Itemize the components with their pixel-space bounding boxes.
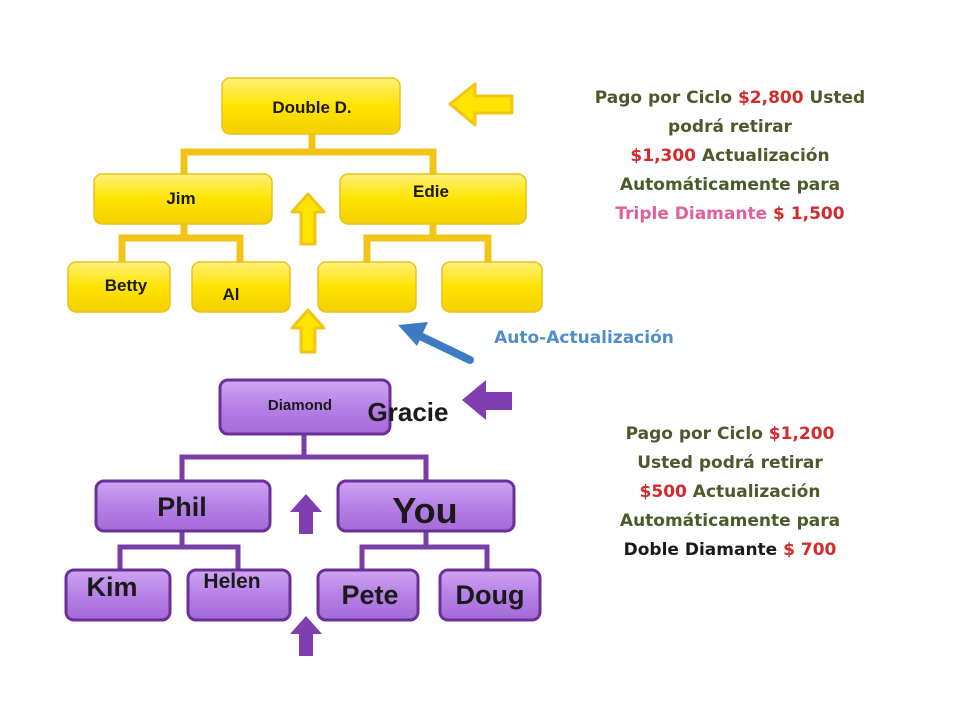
auto-update-label: Auto-Actualización xyxy=(494,328,674,348)
box-phil xyxy=(94,479,272,533)
bottom-note-line-2: Usted podrá retirar xyxy=(637,453,823,473)
top-tree-boxes xyxy=(67,77,543,313)
label-al: Al xyxy=(223,285,240,304)
label-diamond: Diamond xyxy=(268,397,332,414)
box-doug xyxy=(438,568,542,622)
box-helen xyxy=(186,568,292,622)
label-phil: Phil xyxy=(157,492,207,522)
top-tree-connectors xyxy=(118,123,492,266)
box-empty-right xyxy=(441,261,543,313)
box-edie xyxy=(339,173,527,225)
label-you: You xyxy=(392,490,457,531)
top-note-line-2: podrá retirar xyxy=(668,117,792,137)
label-pete: Pete xyxy=(341,580,398,610)
label-jim: Jim xyxy=(166,189,195,208)
label-double-d: Double D. xyxy=(272,98,351,117)
purple-left-arrow-icon xyxy=(462,380,512,420)
box-betty xyxy=(67,261,171,313)
purple-up-arrow-icon xyxy=(290,494,322,534)
label-gracie: Gracie xyxy=(368,397,449,427)
top-note-line-3: $1,300 Actualización xyxy=(630,146,830,166)
bottom-note-line-1: Pago por Ciclo $1,200 xyxy=(625,424,835,444)
box-you xyxy=(336,479,516,533)
label-kim: Kim xyxy=(86,572,137,602)
top-payment-note: Pago por Ciclo $2,800 Usted podrá retira… xyxy=(590,84,870,229)
box-empty-left xyxy=(317,261,417,313)
bottom-payment-note: Pago por Ciclo $1,200 Usted podrá retira… xyxy=(590,420,870,565)
label-edie: Edie xyxy=(413,182,449,201)
label-doug: Doug xyxy=(456,580,525,610)
box-double-d xyxy=(221,77,401,135)
bottom-note-line-3: $500 Actualización xyxy=(639,482,821,502)
box-pete xyxy=(316,568,420,622)
top-note-line-4: Automáticamente para xyxy=(619,175,841,195)
bottom-tree-connectors xyxy=(117,429,490,574)
box-diamond xyxy=(218,378,392,436)
purple-up-arrow-lower-icon xyxy=(290,616,322,656)
yellow-up-arrow-icon xyxy=(290,192,326,246)
label-betty: Betty xyxy=(105,276,148,295)
top-note-line-5: Triple Diamante $ 1,500 xyxy=(615,204,845,224)
bottom-note-line-5: Doble Diamante $ 700 xyxy=(623,540,837,560)
bottom-note-line-4: Automáticamente para xyxy=(619,511,841,531)
top-note-line-1: Pago por Ciclo $2,800 Usted xyxy=(594,88,866,108)
bottom-tree-boxes xyxy=(64,378,542,622)
box-al xyxy=(191,261,291,313)
label-helen: Helen xyxy=(203,570,260,593)
box-kim xyxy=(64,568,172,622)
yellow-left-arrow-icon xyxy=(448,82,514,127)
yellow-up-arrow-lower-icon xyxy=(290,308,326,354)
auto-update-arrow-icon xyxy=(398,322,474,364)
box-jim xyxy=(93,173,273,225)
